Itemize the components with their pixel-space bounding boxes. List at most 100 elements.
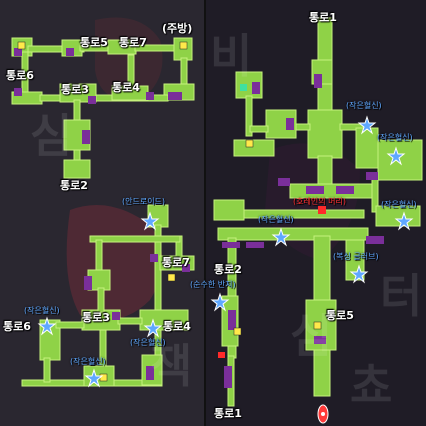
door-icon <box>146 366 154 380</box>
door-icon <box>222 242 240 248</box>
label-corridor1-bottom: 통로1 <box>214 407 242 420</box>
door-markers <box>14 48 384 388</box>
door-icon <box>336 186 354 194</box>
star-icon <box>37 316 57 336</box>
label-boxing-glove: (복싱 글러브) <box>333 252 379 261</box>
door-icon <box>224 366 232 388</box>
door-icon <box>182 264 190 272</box>
label-kitchen: (주방) <box>162 22 193 35</box>
label-corridor3: 통로3 <box>61 83 89 96</box>
label-small-spirit: (작은혈신) <box>377 133 413 142</box>
room-tl-2 <box>63 159 91 179</box>
star-icon <box>349 264 369 284</box>
door-icon <box>14 48 22 56</box>
label-small-spirit: (작은혈신) <box>24 306 60 315</box>
corridor-tl-4-up <box>127 54 135 90</box>
door-icon <box>82 130 90 144</box>
door-icon <box>66 48 74 56</box>
label-corridor2-mid: 통로2 <box>214 263 242 276</box>
door-icon <box>366 172 378 180</box>
door-icon <box>306 186 324 194</box>
label-small-spirit: (작은혈신) <box>258 215 294 224</box>
door-icon <box>314 74 322 88</box>
door-icon <box>146 92 154 100</box>
label-corridor5: 통로5 <box>80 36 108 49</box>
watermark: 잭 <box>150 339 193 393</box>
door-icon <box>314 336 326 344</box>
label-corridor5-right: 통로5 <box>326 309 354 322</box>
label-hornet-head: (호레인의 머리) <box>293 197 346 206</box>
watermark: 심 <box>30 109 73 163</box>
label-corridor7-bl: 통로7 <box>162 256 190 269</box>
door-icon <box>112 312 120 320</box>
door-icon <box>168 92 182 100</box>
label-corridor3-bl: 통로3 <box>82 311 110 324</box>
label-android: (안드로이드) <box>122 197 166 206</box>
chest-icon <box>17 41 26 50</box>
danger-marker-icon <box>318 206 326 214</box>
label-pure-ring: (순수한 반지) <box>190 280 236 289</box>
corridor-r-left-v <box>245 95 253 137</box>
label-corridor4: 통로4 <box>112 81 140 94</box>
corridor-bl-top-h <box>89 235 181 243</box>
chest-icon <box>179 41 188 50</box>
corridor-r-center-left <box>295 123 311 131</box>
corridor-bl-6-down <box>43 357 51 383</box>
star-markers <box>37 115 414 388</box>
room-r-mid-left <box>213 199 245 221</box>
door-icon <box>252 82 260 94</box>
door-icon <box>246 242 264 248</box>
label-corridor6: 통로6 <box>6 69 34 82</box>
chest-icon <box>313 321 322 330</box>
door-icon <box>228 310 236 330</box>
label-corridor4-bl: 통로4 <box>163 320 191 333</box>
label-small-spirit: (작은혈신) <box>130 338 166 347</box>
door-icon <box>278 178 290 186</box>
boss-artwork-shadow <box>66 205 163 320</box>
chest-icon <box>233 327 242 336</box>
door-icon <box>366 236 384 244</box>
watermark: 터 <box>380 269 423 323</box>
watermark: 심 <box>290 309 333 363</box>
corridor-r-left-link <box>249 125 269 133</box>
label-small-spirit: (작은혈신) <box>346 101 382 110</box>
chest-icon <box>245 139 254 148</box>
star-icon <box>143 318 163 338</box>
label-small-spirit: (작은혈신) <box>381 200 417 209</box>
star-icon <box>84 368 104 388</box>
door-icon <box>286 118 294 130</box>
door-icon <box>14 88 22 96</box>
watermark: 쵸 <box>350 359 393 413</box>
floor-layout <box>11 17 423 407</box>
chest-icon <box>167 273 176 282</box>
chest-markers <box>17 41 322 382</box>
door-icon <box>84 276 92 290</box>
chest-icon <box>99 373 108 382</box>
star-icon <box>271 227 291 247</box>
label-corridor7: 통로7 <box>119 36 147 49</box>
star-icon <box>140 211 160 231</box>
room-r-center <box>307 109 343 159</box>
corridor-r-mid-h2 <box>217 227 369 241</box>
teal-marker-icon <box>240 84 247 91</box>
watermark: 비 <box>210 29 253 83</box>
star-icon <box>210 292 230 312</box>
corridor-bl-63 <box>55 321 85 329</box>
star-icon <box>357 115 377 135</box>
corridor-bl-3-link <box>97 287 105 313</box>
label-corridor2: 통로2 <box>60 179 88 192</box>
door-icon <box>150 254 158 262</box>
label-small-spirit: (작은혈신) <box>70 357 106 366</box>
room-r-left-low <box>233 139 275 157</box>
star-icon <box>394 211 414 231</box>
door-icon <box>88 96 96 104</box>
danger-marker-icon <box>218 352 225 358</box>
label-corridor6-bl: 통로6 <box>3 320 31 333</box>
portal-marker-icon <box>317 404 329 424</box>
star-icon <box>386 146 406 166</box>
label-corridor1-top: 통로1 <box>309 11 337 24</box>
room-r-right-upper <box>355 127 379 169</box>
corridor-bl-34 <box>117 317 143 325</box>
